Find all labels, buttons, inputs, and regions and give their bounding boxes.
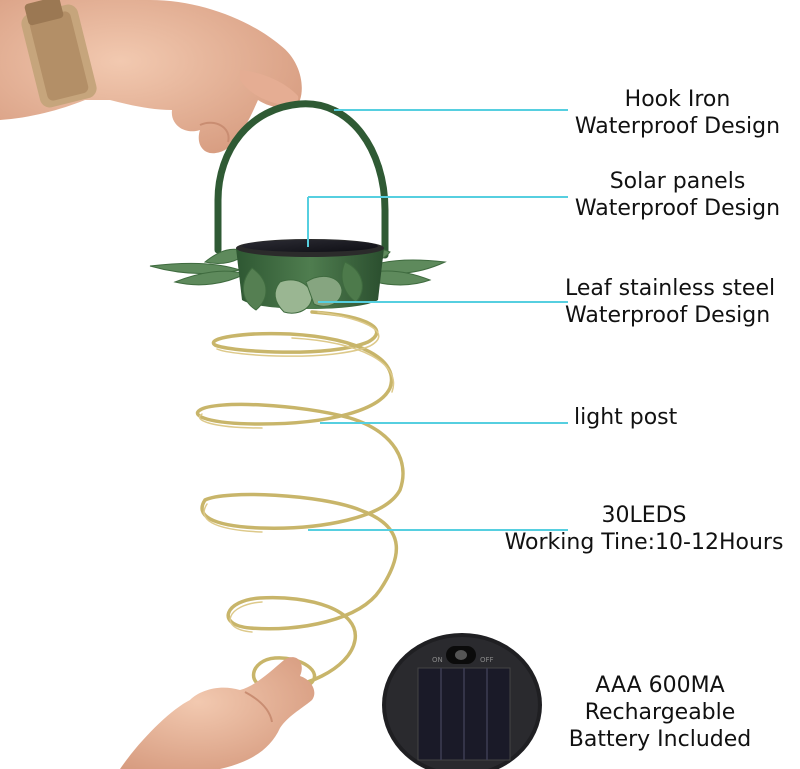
leaf-callout: Leaf stainless steel Waterproof Design [565,275,790,329]
hook-callout-line1: Hook Iron [624,87,731,112]
upper-hand [0,0,302,154]
lower-hand [120,657,315,769]
leds-callout-line2: Working Tine:10-12Hours [504,530,784,555]
battery-callout-line2: Rechargeable [584,700,736,725]
solar-panel-top [236,239,384,257]
solar-callout-line2: Waterproof Design [574,196,781,221]
battery-callout-line1: AAA 600MA [595,673,725,698]
solar-panel-inset: ON OFF [382,633,542,769]
leaf-callout-line2: Waterproof Design [565,303,771,328]
hook-handle [214,100,389,259]
leaf-callout-line1: Leaf stainless steel [565,276,776,301]
callout-lines [307,109,568,531]
post-callout: light post [574,404,694,431]
switch-off-label: OFF [480,656,494,664]
hook-callout-line2: Waterproof Design [574,114,781,139]
solar-callout: Solar panels Waterproof Design [565,168,790,222]
battery-callout: AAA 600MA Rechargeable Battery Included [560,672,760,753]
leds-callout-line1: 30LEDS [601,503,687,528]
post-callout-line1: light post [574,405,678,430]
hook-callout: Hook Iron Waterproof Design [565,86,790,140]
solar-callout-line1: Solar panels [609,169,746,194]
light-spiral [195,310,405,692]
battery-callout-line3: Battery Included [568,727,752,752]
leds-callout: 30LEDS Working Tine:10-12Hours [494,502,794,556]
switch-on-label: ON [432,656,443,664]
